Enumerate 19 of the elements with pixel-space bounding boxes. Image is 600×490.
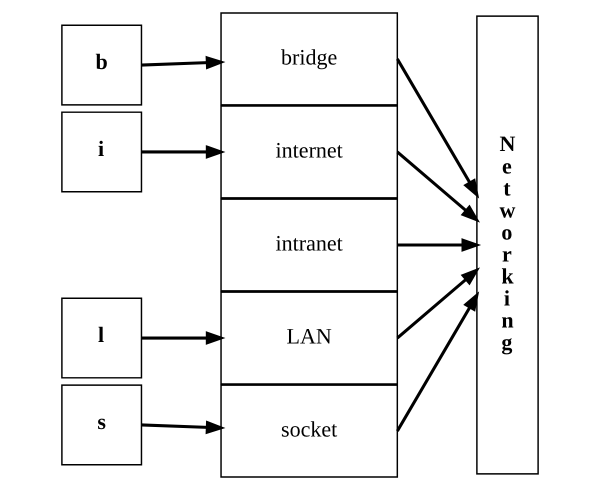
- node-box: intranet: [220, 198, 398, 292]
- node-box: b: [61, 24, 142, 106]
- node-box: socket: [220, 384, 398, 478]
- node-box: bridge: [220, 12, 398, 106]
- node-box: i: [61, 111, 142, 192]
- arrow: [396, 58, 480, 199]
- arrow: [397, 238, 482, 252]
- node-box: l: [61, 298, 142, 379]
- node-box: Networking: [476, 15, 539, 475]
- node-box: s: [61, 384, 142, 466]
- arrow: [396, 150, 480, 223]
- node-box: internet: [220, 105, 398, 199]
- arrow: [396, 267, 480, 340]
- node-box: LAN: [220, 291, 398, 385]
- arrow: [141, 56, 226, 70]
- arrow: [141, 420, 226, 434]
- arrow: [141, 145, 226, 159]
- arrow: [141, 331, 226, 345]
- arrow: [396, 291, 480, 432]
